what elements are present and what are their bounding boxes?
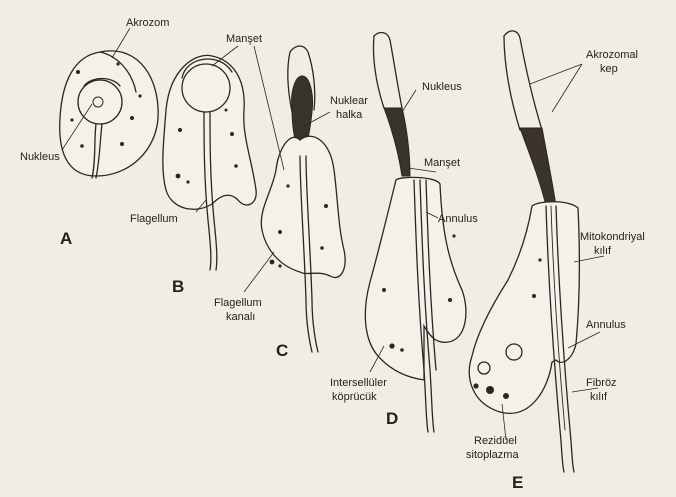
label-akrozomal-2: kep	[600, 63, 618, 75]
label-nukleus-d: Nukleus	[422, 81, 462, 93]
label-akrozomal-1: Akrozomal	[586, 49, 638, 61]
label-manset-top: Manşet	[226, 33, 262, 45]
stage-letter-d: D	[386, 409, 398, 428]
nucleus-d	[384, 108, 410, 176]
cell-e	[469, 31, 579, 472]
label-annulus-e: Annulus	[586, 319, 626, 331]
nucleus-b	[182, 64, 230, 112]
stage-letter-e: E	[512, 473, 523, 492]
cell-c	[261, 46, 345, 352]
label-mito-1: Mitokondriyal	[580, 231, 645, 243]
label-mito-2: kılıf	[594, 245, 612, 257]
label-annulus-d: Annulus	[438, 213, 478, 225]
label-nuklear: Nuklear	[330, 95, 368, 107]
label-halka: halka	[336, 109, 363, 121]
label-manset-d: Manşet	[424, 157, 460, 169]
label-fibroz-2: kılıf	[590, 391, 608, 403]
label-flagellum-kanali-1: Flagellum	[214, 297, 262, 309]
label-intersel-1: Intersellüler	[330, 377, 387, 389]
label-rezid-1: Rezidüel	[474, 435, 517, 447]
label-nukleus-a: Nukleus	[20, 151, 60, 163]
label-flagellum: Flagellum	[130, 213, 178, 225]
label-akrozom: Akrozom	[126, 17, 169, 29]
label-flagellum-kanali-2: kanalı	[226, 311, 255, 323]
stage-letter-a: A	[60, 229, 72, 248]
label-rezid-2: sitoplazma	[466, 449, 519, 461]
cell-a	[60, 51, 158, 178]
stage-letter-b: B	[172, 277, 184, 296]
cell-b	[163, 55, 256, 270]
label-fibroz-1: Fibröz	[586, 377, 617, 389]
nucleus-e	[520, 128, 556, 206]
label-intersel-2: köprücük	[332, 391, 377, 403]
nucleus-a	[78, 80, 122, 124]
stage-letter-c: C	[276, 341, 288, 360]
